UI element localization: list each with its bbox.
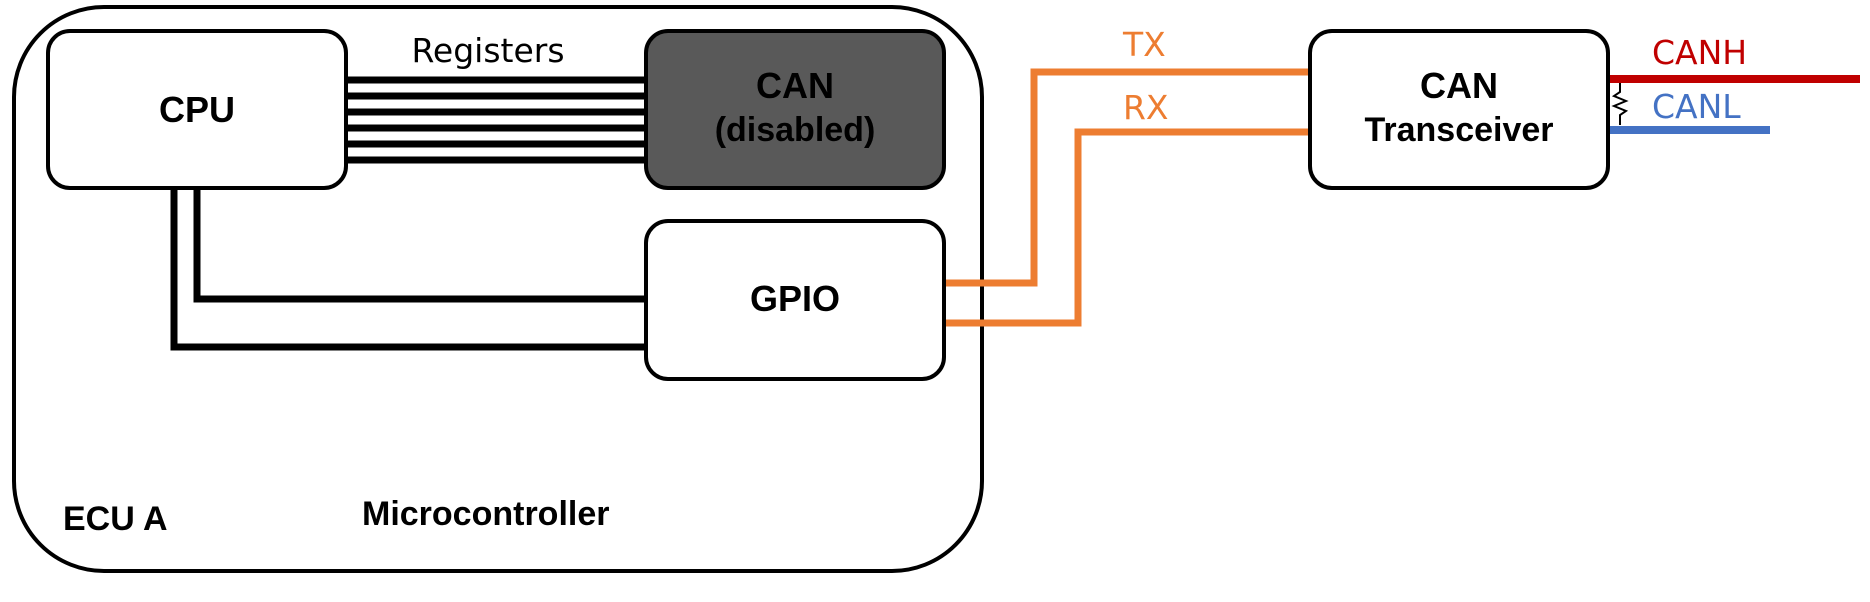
signal-lines	[946, 68, 1310, 327]
ecu-label: ECU A	[63, 500, 168, 538]
gpio-label: GPIO	[750, 278, 840, 319]
can-disabled-block	[644, 29, 946, 190]
rx-line	[946, 128, 1310, 327]
termination-resistor	[1611, 83, 1629, 125]
cpu-gpio-connection	[170, 188, 646, 351]
registers-label: Registers	[411, 31, 564, 70]
microcontroller-label: Microcontroller	[362, 495, 609, 533]
cpu-block	[46, 29, 348, 190]
canh-label: CANH	[1652, 33, 1747, 72]
transceiver-label-line2: Transceiver	[1364, 111, 1553, 149]
can-block-label-line1: CAN	[756, 65, 834, 106]
rx-label: RX	[1123, 88, 1169, 127]
can-block-label-line2: (disabled)	[715, 111, 876, 149]
registers-bus	[346, 76, 646, 164]
canl-label: CANL	[1652, 87, 1741, 126]
cpu-label: CPU	[159, 89, 235, 130]
gpio-block	[644, 219, 946, 381]
tx-line	[946, 68, 1310, 287]
transceiver-label-line1: CAN	[1420, 65, 1498, 106]
can-transceiver-block	[1308, 29, 1610, 190]
tx-label: TX	[1122, 25, 1166, 64]
